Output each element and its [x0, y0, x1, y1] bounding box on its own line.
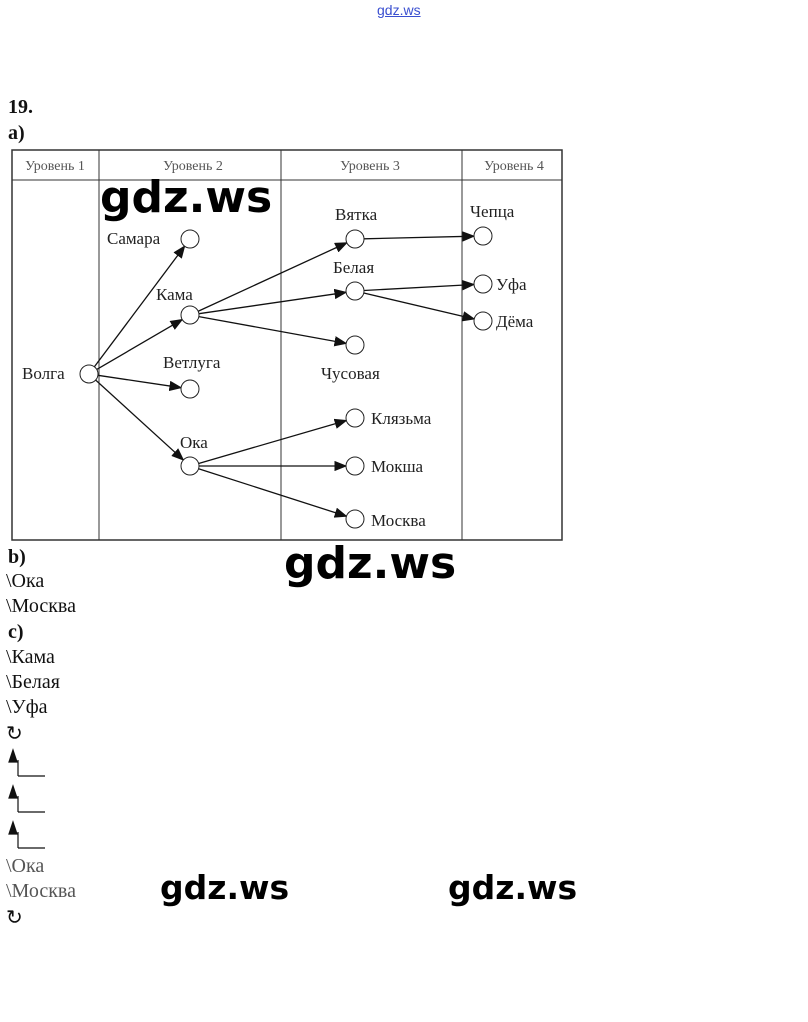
- node-label: Чусовая: [321, 364, 380, 383]
- node-label: Уфа: [496, 275, 527, 294]
- node-label: Самара: [107, 229, 161, 248]
- node-label: Волга: [22, 364, 65, 383]
- part-b-label: b): [8, 546, 26, 568]
- level-header: Уровень 3: [340, 159, 400, 174]
- node-circle: [345, 456, 365, 476]
- node-circle: [180, 456, 200, 476]
- level-header: Уровень 1: [25, 159, 85, 174]
- edge-arrow: [363, 231, 476, 242]
- node-circle: [473, 311, 493, 331]
- node-circle: [345, 335, 365, 355]
- answer-line: \Белая: [6, 671, 60, 693]
- node-label: Мокша: [371, 457, 424, 476]
- node-circle: [345, 509, 365, 529]
- answer-line: \Москва: [6, 595, 76, 617]
- node-label: Белая: [333, 258, 374, 277]
- edge-arrow: [95, 379, 185, 461]
- up-arrows-icon: [8, 748, 45, 849]
- watermark-top[interactable]: gdz.ws: [377, 2, 421, 18]
- edge-arrow: [363, 279, 476, 292]
- level-header: Уровень 4: [484, 159, 544, 174]
- watermark: gdz.ws: [100, 172, 273, 223]
- answer-line: \Москва: [6, 880, 76, 902]
- node-circle: [345, 229, 365, 249]
- edge-arrow: [96, 318, 184, 371]
- watermark: gdz.ws: [160, 868, 290, 907]
- watermark: gdz.ws: [448, 868, 578, 907]
- node-circle: [345, 281, 365, 301]
- return-icon: ↻: [6, 907, 23, 929]
- node-label: Ока: [180, 433, 208, 452]
- edge-arrow: [198, 288, 348, 315]
- task-number: 19.: [8, 96, 33, 118]
- level-header: Уровень 2: [163, 159, 223, 174]
- node-label: Дёма: [496, 312, 534, 331]
- watermark: gdz.ws: [284, 538, 457, 589]
- return-icon: ↻: [6, 723, 23, 745]
- edge-arrow: [198, 315, 348, 347]
- node-circle: [180, 305, 200, 325]
- answer-line: \Ока: [6, 855, 45, 877]
- answer-line: \Кама: [6, 646, 55, 668]
- node-circle: [473, 226, 493, 246]
- edge-arrow: [97, 374, 183, 392]
- node-label: Москва: [371, 511, 426, 530]
- table-border: [11, 149, 563, 541]
- node-circle: [180, 379, 200, 399]
- node-circle: [79, 364, 99, 384]
- river-tree-diagram: Уровень 1 Уровень 2 Уровень 3 Уровень 4 …: [11, 149, 563, 541]
- node-circle: [345, 408, 365, 428]
- edge-arrow: [93, 245, 186, 368]
- part-a-label: a): [8, 122, 25, 144]
- node-label: Вятка: [335, 205, 378, 224]
- answer-line: \Уфа: [6, 696, 48, 718]
- edge-arrow: [198, 468, 348, 518]
- edge-arrow: [198, 418, 348, 465]
- edge-arrow: [363, 292, 476, 322]
- answer-line: \Ока: [6, 570, 45, 592]
- node-circle: [180, 229, 200, 249]
- node-label: Ветлуга: [163, 353, 221, 372]
- part-c-label: c): [8, 621, 24, 643]
- node-circle: [473, 274, 493, 294]
- edge-arrow: [197, 242, 349, 312]
- node-label: Кама: [156, 285, 193, 304]
- node-label: Чепца: [470, 202, 515, 221]
- node-label: Клязьма: [371, 409, 432, 428]
